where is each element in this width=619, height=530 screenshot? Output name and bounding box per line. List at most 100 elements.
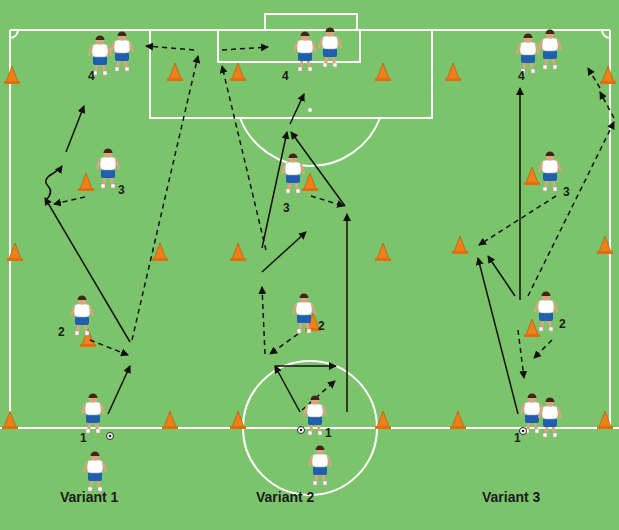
cone-base xyxy=(600,81,616,84)
cone-base xyxy=(452,251,468,254)
player-figure xyxy=(111,32,133,73)
player-shirt xyxy=(74,304,90,317)
cone-base xyxy=(524,182,540,185)
cone-base xyxy=(162,426,178,429)
cone xyxy=(232,411,244,427)
player-shorts xyxy=(543,50,557,59)
player-sock xyxy=(318,431,322,435)
player-figure xyxy=(539,398,561,439)
player-shirt xyxy=(542,406,558,419)
players xyxy=(71,28,561,493)
player-sock xyxy=(553,187,557,191)
player-head xyxy=(542,292,551,301)
cone-base xyxy=(167,78,183,81)
player-figure xyxy=(304,396,326,437)
player-shorts xyxy=(298,52,312,61)
player-sock xyxy=(535,429,539,433)
player-shorts xyxy=(93,56,107,65)
player-arm xyxy=(554,302,557,312)
player-figure xyxy=(294,32,316,73)
player-shirt xyxy=(100,157,116,170)
player-shorts xyxy=(539,312,553,321)
player-hair xyxy=(528,394,537,399)
player-hair xyxy=(78,296,87,301)
cone xyxy=(526,167,538,183)
cone xyxy=(232,63,244,79)
player-number: 1 xyxy=(514,432,521,444)
player-hair xyxy=(104,149,113,154)
player-sock xyxy=(543,65,547,69)
cone-base xyxy=(445,78,461,81)
player-figure xyxy=(535,292,557,333)
player-hair xyxy=(91,452,100,457)
player-arm xyxy=(101,404,104,414)
player-shorts xyxy=(525,414,539,423)
player-head xyxy=(91,452,100,461)
player-shirt xyxy=(542,38,558,51)
player-sock xyxy=(308,67,312,71)
cone-base xyxy=(524,334,540,337)
player-shirt xyxy=(87,460,103,473)
player-figure xyxy=(293,294,315,335)
player-sock xyxy=(111,184,115,188)
player-number: 3 xyxy=(118,184,125,196)
run-arrows xyxy=(45,88,520,414)
player-head xyxy=(524,34,533,43)
player-shorts xyxy=(313,466,327,475)
player-hair xyxy=(289,154,298,159)
player-shorts xyxy=(115,52,129,61)
cone xyxy=(169,63,181,79)
player-arm xyxy=(90,306,93,316)
cone xyxy=(304,173,316,189)
player-head xyxy=(301,32,310,41)
cone-base xyxy=(375,78,391,81)
cone xyxy=(526,319,538,335)
player-arm xyxy=(309,456,312,466)
player-hair xyxy=(542,292,551,297)
player-head xyxy=(289,154,298,163)
cone-base xyxy=(302,188,318,191)
player-head xyxy=(546,30,555,39)
player-arm xyxy=(558,162,561,172)
player-figure xyxy=(282,154,304,195)
cone-base xyxy=(230,258,246,261)
player-hair xyxy=(89,394,98,399)
player-hair xyxy=(300,294,309,299)
cone-base xyxy=(450,426,466,429)
cone-base xyxy=(2,426,18,429)
player-sock xyxy=(115,67,119,71)
player-head xyxy=(311,396,320,405)
player-figure xyxy=(84,452,106,493)
penalty-spot xyxy=(308,108,312,112)
player-number: 4 xyxy=(88,70,95,82)
ball-patch xyxy=(109,435,112,438)
player-arm xyxy=(312,304,315,314)
player-figure xyxy=(309,446,331,487)
cone-base xyxy=(4,81,20,84)
player-arm xyxy=(558,408,561,418)
player-sock xyxy=(308,431,312,435)
player-shirt xyxy=(307,404,323,417)
player-shirt xyxy=(322,36,338,49)
player-arm xyxy=(82,404,85,414)
player-arm xyxy=(103,462,106,472)
player-hair xyxy=(96,36,105,41)
player-sock xyxy=(125,67,129,71)
player-arm xyxy=(84,462,87,472)
player-figure xyxy=(539,30,561,71)
player-hair xyxy=(301,32,310,37)
ball-patch xyxy=(522,430,525,433)
cones xyxy=(2,63,616,429)
player-sock xyxy=(543,187,547,191)
player-shorts xyxy=(86,414,100,423)
player-arm xyxy=(116,159,119,169)
player-sock xyxy=(313,481,317,485)
player-sock xyxy=(553,433,557,437)
player-sock xyxy=(297,329,301,333)
player-shorts xyxy=(101,169,115,178)
player-shirt xyxy=(520,42,536,55)
cone xyxy=(599,411,611,427)
player-arm xyxy=(319,38,322,48)
player-shirt xyxy=(114,40,130,53)
player-hair xyxy=(546,398,555,403)
